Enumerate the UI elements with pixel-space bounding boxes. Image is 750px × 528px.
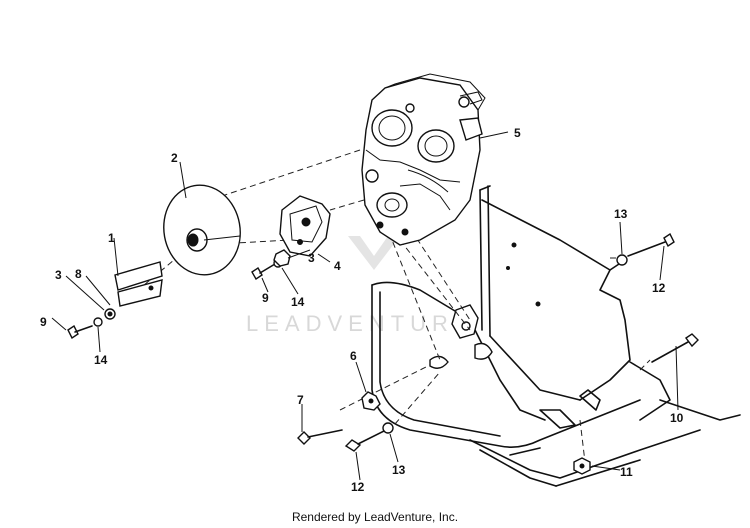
callout-13-bottom: 13 xyxy=(392,463,406,477)
callout-9-left: 9 xyxy=(40,315,47,329)
callout-3-left: 3 xyxy=(55,268,62,282)
callout-3-mid: 3 xyxy=(308,251,315,265)
watermark: LEADVENTURE xyxy=(246,236,475,336)
gearbox-housing xyxy=(361,73,486,246)
leader-lines xyxy=(51,131,679,481)
callout-14-mid: 14 xyxy=(291,295,305,309)
plate-part1 xyxy=(114,261,163,307)
callout-1: 1 xyxy=(108,231,115,245)
callout-14-left: 14 xyxy=(94,353,108,367)
callout-12-bottom: 12 xyxy=(351,480,365,494)
callout-2: 2 xyxy=(171,151,178,165)
fasteners xyxy=(67,232,699,475)
callout-4: 4 xyxy=(334,259,341,273)
callout-6: 6 xyxy=(350,349,357,363)
watermark-text: LEADVENTURE xyxy=(246,311,475,336)
callout-5: 5 xyxy=(514,126,521,140)
callout-7: 7 xyxy=(297,393,304,407)
frame-assembly xyxy=(371,185,741,487)
disc-pulley xyxy=(163,184,241,276)
callout-8: 8 xyxy=(75,267,82,281)
bracket xyxy=(279,195,331,257)
callout-labels: 2 1 3 8 9 14 9 14 3 4 5 6 7 12 13 11 10 … xyxy=(40,126,684,494)
callout-12-right: 12 xyxy=(652,281,666,295)
callout-13-right: 13 xyxy=(614,207,628,221)
footer-credit: Rendered by LeadVenture, Inc. xyxy=(291,510,459,524)
callout-9-mid: 9 xyxy=(262,291,269,305)
callout-10: 10 xyxy=(670,411,684,425)
callout-11: 11 xyxy=(620,465,633,479)
